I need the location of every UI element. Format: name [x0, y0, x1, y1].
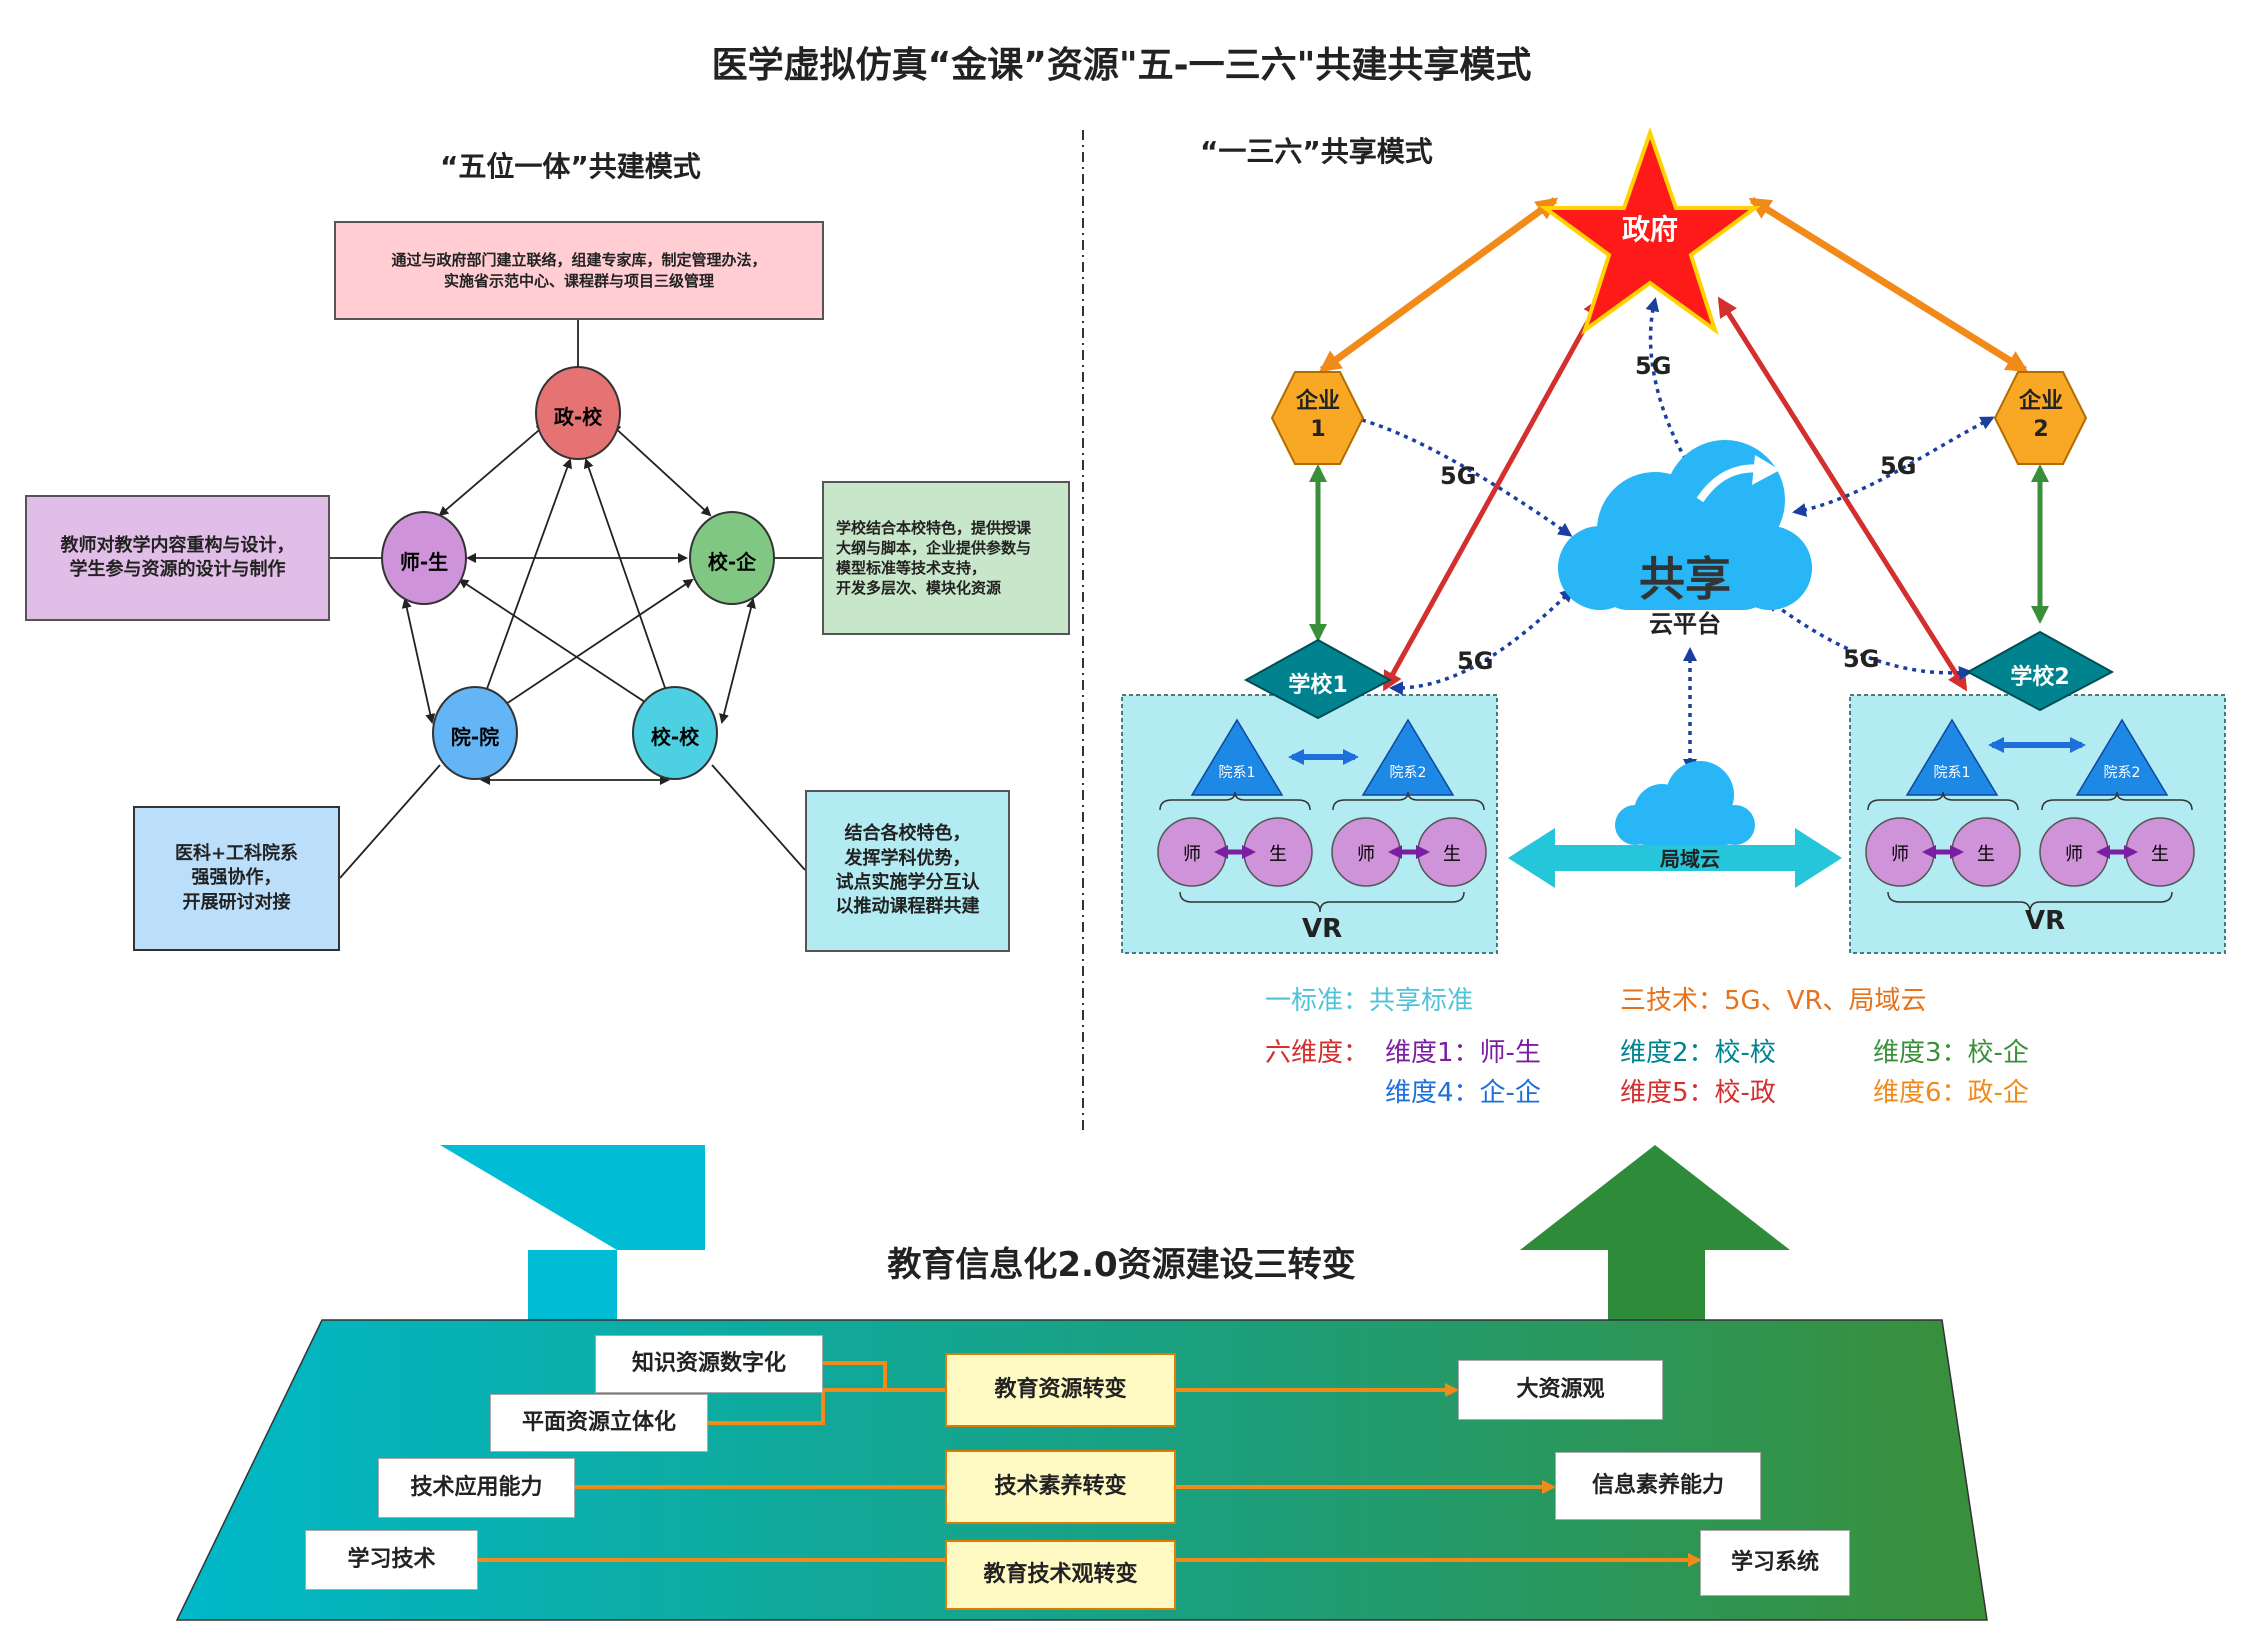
share-cloud — [1558, 440, 1812, 610]
edge-zx-xq — [610, 423, 712, 517]
item-tech-application: 技术应用能力 — [378, 1458, 575, 1518]
legend-dim1: 维度1：师-生 — [1385, 1038, 1541, 1068]
local-cloud-label: 局域云 — [1660, 847, 1720, 871]
node-yuan-yuan — [432, 686, 518, 780]
local-cloud — [1615, 761, 1755, 845]
edge-zx-ss — [438, 423, 547, 517]
edge-ss-yy — [401, 598, 436, 724]
up-arrow-right — [1520, 1145, 1790, 1330]
fiveg-label-school2: 5G — [1843, 645, 1880, 673]
student-label-b2: 生 — [2151, 844, 2169, 865]
item-flat-to-3d: 平面资源立体化 — [490, 1394, 708, 1452]
local-cloud-arrow — [1508, 828, 1842, 888]
node-zheng-xiao — [535, 366, 621, 460]
teacher-label-b1: 师 — [1891, 844, 1909, 865]
school1-label: 学校1 — [1288, 673, 1348, 698]
vr-label-a: VR — [1302, 914, 1343, 944]
government-star — [1538, 126, 1762, 336]
connector-bottom-left-note — [339, 764, 441, 879]
government-label: 政府 — [1621, 213, 1678, 246]
fiveg-links — [1361, 297, 1995, 773]
dept2-label-b: 院系2 — [2103, 765, 2141, 781]
result-learning-system: 学习系统 — [1700, 1530, 1850, 1596]
student-label-a1: 生 — [1269, 844, 1287, 865]
note-left: 教师对教学内容重构与设计， 学生参与资源的设计与制作 — [25, 495, 330, 621]
legend-dim5: 维度5：校-政 — [1620, 1078, 1776, 1108]
node-xiao-xiao — [632, 686, 718, 780]
pentagon-connectors — [330, 320, 822, 879]
fiveg-school1-cloud — [1389, 587, 1575, 696]
legend-dim4: 维度4：企-企 — [1385, 1078, 1541, 1108]
legend-dim6: 维度6：政-企 — [1873, 1078, 2029, 1108]
dept1-label-b: 院系1 — [1933, 765, 1971, 781]
school2-label: 学校2 — [2010, 665, 2070, 690]
legend-dim2: 维度2：校-校 — [1620, 1038, 1776, 1068]
result-big-resource: 大资源观 — [1458, 1360, 1663, 1420]
connector-bottom-right-note — [711, 764, 806, 871]
dept2-label-a: 院系2 — [1389, 765, 1427, 781]
teacher-label-a2: 师 — [1357, 844, 1375, 865]
legend-six-label: 六维度： — [1265, 1038, 1370, 1068]
note-bottom-left: 医科+工科院系 强强协作， 开展研讨对接 — [133, 806, 340, 951]
arrow-gov-ent2 — [1748, 197, 2029, 373]
pentagon-nodes — [381, 366, 775, 780]
enterprise2-hexagon — [1993, 371, 2088, 465]
school2-diamond — [1965, 630, 2115, 712]
node-label-xiao-qi: 校-企 — [707, 550, 757, 574]
student-label-b1: 生 — [1977, 844, 1995, 865]
note-right: 学校结合本校特色，提供授课 大纲与脚本，企业提供参数与 模型标准等技术支持， 开… — [822, 481, 1070, 635]
right-heading: “一三六”共享模式 — [1200, 135, 1433, 168]
transform-connectors — [478, 1361, 1702, 1567]
fiveg-label-ent2: 5G — [1880, 452, 1917, 480]
vr-panel1-contents — [1157, 718, 1487, 913]
item-knowledge-digitize: 知识资源数字化 — [595, 1335, 823, 1393]
teacher-label-a1: 师 — [1183, 844, 1201, 865]
dept1-triangle-b — [1905, 718, 1999, 796]
note-bottom-right: 结合各校特色， 发挥学科优势， 试点实施学分互认 以推动课程群共建 — [805, 790, 1010, 952]
shift-edu-tech-view: 教育技术观转变 — [945, 1540, 1176, 1610]
bottom-heading: 教育信息化2.0资源建设三转变 — [887, 1245, 1356, 1285]
legend-standard: 一标准：共享标准 — [1265, 986, 1474, 1016]
result-info-literacy: 信息素养能力 — [1555, 1452, 1761, 1520]
legend-tech: 三技术：5G、VR、局域云 — [1620, 986, 1927, 1016]
teacher-label-b2: 师 — [2065, 844, 2083, 865]
shift-tech-literacy: 技术素养转变 — [945, 1450, 1176, 1524]
shift-edu-resource: 教育资源转变 — [945, 1353, 1176, 1427]
fiveg-label-ent1: 5G — [1440, 462, 1477, 490]
share-cloud-label: 共享 — [1639, 552, 1731, 606]
left-heading: “五位一体”共建模式 — [440, 150, 701, 183]
node-xiao-qi — [689, 511, 775, 605]
dept2-triangle-b — [2075, 718, 2169, 796]
vr-label-b: VR — [2025, 906, 2066, 936]
fiveg-school2-cloud — [1765, 598, 1973, 680]
node-label-yuan-yuan: 院-院 — [450, 725, 500, 749]
fiveg-label-gov: 5G — [1635, 352, 1672, 380]
fiveg-ent2-cloud — [1792, 416, 1995, 517]
enterprise1-hexagon — [1270, 371, 1365, 465]
legend-dim3: 维度3：校-企 — [1873, 1038, 2029, 1068]
edge-xq-yy — [492, 578, 694, 714]
arrow-gov-ent1 — [1318, 197, 1559, 373]
arrow-gov-school1 — [1382, 296, 1603, 692]
item-learning-tech: 学习技术 — [305, 1530, 478, 1590]
school1-diamond — [1243, 638, 1393, 720]
node-label-xiao-xiao: 校-校 — [650, 725, 700, 749]
cloud-platform-label: 云平台 — [1649, 610, 1721, 638]
note-top: 通过与政府部门建立联络，组建专家库，制定管理办法， 实施省示范中心、课程群与项目… — [334, 221, 824, 320]
vr-panel2-contents — [1865, 718, 2195, 913]
edge-xq-xx — [719, 598, 756, 724]
node-label-shi-sheng: 师-生 — [399, 550, 449, 574]
dept1-label-a: 院系1 — [1218, 765, 1256, 781]
student-label-a2: 生 — [1443, 844, 1461, 865]
up-arrow-left — [440, 1145, 705, 1330]
node-label-zheng-xiao: 政-校 — [553, 405, 603, 429]
node-shi-sheng — [381, 511, 467, 605]
fiveg-label-school1: 5G — [1457, 647, 1494, 675]
dept1-triangle-a — [1190, 718, 1284, 796]
fiveg-ent1-cloud — [1361, 418, 1573, 537]
page-title: 医学虚拟仿真“金课”资源"五-一三六"共建共享模式 — [711, 45, 1532, 86]
